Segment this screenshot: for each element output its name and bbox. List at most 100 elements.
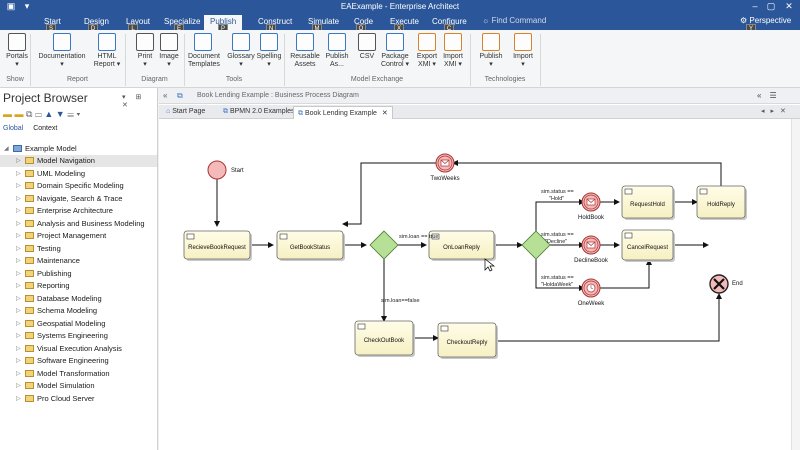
collapse-left-icon[interactable]: « [163, 91, 168, 100]
task-hold-reply[interactable]: HoldReply [696, 185, 747, 220]
tab-execute[interactable]: Execute [390, 17, 419, 26]
new-diagram-icon[interactable]: ⧉ [26, 109, 33, 119]
tree-root[interactable]: ◢ Example Model [0, 142, 157, 155]
expand-icon[interactable]: ▷ [16, 158, 21, 165]
tree-item[interactable]: ▷Reporting [0, 280, 157, 293]
import-tech-button[interactable]: Import▾ [508, 33, 538, 69]
expand-icon[interactable]: ▷ [16, 283, 21, 290]
maximize-icon[interactable]: ▢ [766, 1, 776, 11]
expand-icon[interactable]: ▷ [16, 208, 21, 215]
tree-item[interactable]: ▷Navigate, Search & Trace [0, 192, 157, 205]
print-button[interactable]: Print▾ [130, 33, 160, 69]
task-cancel-request[interactable]: CancelRequest [621, 229, 675, 262]
tree-item[interactable]: ▷Maintenance [0, 255, 157, 268]
portals-button[interactable]: Portals▾ [2, 33, 32, 69]
expand-icon[interactable]: ▷ [16, 383, 21, 390]
close-tab-icon[interactable]: ✕ [381, 110, 388, 117]
tree-item[interactable]: ▷Database Modeling [0, 292, 157, 305]
task-check-out-book[interactable]: CheckOutBook [354, 320, 415, 357]
tab-scroll-arrows[interactable]: ◂▸✕ [761, 108, 792, 115]
task-on-loan-reply[interactable]: OnLoanReply [428, 230, 496, 261]
tab-configure[interactable]: Configure [432, 17, 467, 26]
find-command[interactable]: ☼ Find Command [482, 16, 546, 25]
new-package-icon[interactable]: ▬ [14, 109, 24, 119]
tab-layout[interactable]: Layout [126, 17, 151, 26]
start-event[interactable] [207, 160, 227, 180]
tree-item[interactable]: ▷Enterprise Architecture [0, 205, 157, 218]
new-folder-icon[interactable]: ▬ [3, 109, 12, 119]
tab-bpmn-examples[interactable]: ⧉ BPMN 2.0 Examples [219, 106, 299, 119]
tab-context[interactable]: Context [33, 125, 58, 132]
flow-holdreply-twoweeks[interactable] [452, 160, 722, 186]
expand-icon[interactable]: ▷ [16, 195, 21, 202]
task-get-book-status[interactable]: GetBookStatus [276, 230, 345, 261]
perspective-button[interactable]: ⚙ Perspective [740, 16, 791, 25]
tree-item[interactable]: ▷Domain Specific Modeling [0, 180, 157, 193]
expand-icon[interactable]: ▷ [16, 233, 21, 240]
tree-item[interactable]: ▷Model Navigation [0, 154, 157, 167]
tree-item[interactable]: ▷Testing [0, 242, 157, 255]
gateway-status[interactable] [521, 230, 551, 260]
tab-code[interactable]: Code [354, 17, 374, 26]
quick-access-icon[interactable]: ▾ [24, 1, 30, 11]
panel-controls[interactable]: ▾ ⊞ ✕ [122, 94, 146, 109]
tree-item[interactable]: ▷Model Transformation [0, 367, 157, 380]
flow-oneweek-cancel[interactable] [598, 259, 652, 289]
tree-item[interactable]: ▷Geospatial Modeling [0, 317, 157, 330]
expand-icon[interactable]: ▷ [16, 245, 21, 252]
task-receive-book-request[interactable]: RecieveBookRequest [183, 230, 252, 261]
flow-twoweeks-getstatus[interactable] [342, 162, 436, 227]
tree-item[interactable]: ▷Model Simulation [0, 380, 157, 393]
expand-icon[interactable]: ▷ [16, 395, 21, 402]
expand-icon[interactable]: ▷ [16, 295, 21, 302]
menu-icon[interactable]: ☰ ▾ [67, 109, 81, 119]
collapse-icon[interactable]: ◢ [4, 145, 9, 152]
view-controls[interactable]: «☰ [757, 91, 785, 100]
expand-icon[interactable]: ▷ [16, 370, 21, 377]
tab-simulate[interactable]: Simulate [308, 17, 340, 26]
flow-gateway2-holdbook[interactable] [535, 199, 585, 231]
expand-icon[interactable]: ▷ [16, 345, 21, 352]
spelling-button[interactable]: Spelling▾ [254, 33, 284, 69]
expand-icon[interactable]: ▷ [16, 308, 21, 315]
tree-item[interactable]: ▷Schema Modeling [0, 305, 157, 318]
expand-icon[interactable]: ▷ [16, 170, 21, 177]
expand-icon[interactable]: ▷ [16, 258, 21, 265]
tab-publish[interactable]: Publish [204, 15, 243, 30]
task-checkout-reply[interactable]: CheckoutReply [437, 322, 498, 359]
tab-construct[interactable]: Construct [258, 17, 293, 26]
task-request-hold[interactable]: RequestHold [621, 185, 675, 220]
flow-gateway2-oneweek[interactable] [535, 259, 585, 291]
tab-start[interactable]: Start [44, 17, 61, 26]
expand-icon[interactable]: ▷ [16, 183, 21, 190]
csv-button[interactable]: CSV [352, 33, 382, 61]
tab-design[interactable]: Design [84, 17, 109, 26]
publish-tech-button[interactable]: Publish▾ [476, 33, 506, 69]
tree-item[interactable]: ▷Analysis and Business Modeling [0, 217, 157, 230]
tree-item[interactable]: ▷Pro Cloud Server [0, 392, 157, 405]
expand-icon[interactable]: ▷ [16, 358, 21, 365]
close-icon[interactable]: ✕ [785, 1, 793, 11]
tab-global[interactable]: Global [3, 125, 24, 132]
expand-icon[interactable]: ▷ [16, 270, 21, 277]
tree-item[interactable]: ▷Publishing [0, 267, 157, 280]
tab-book-lending[interactable]: ⧉ Book Lending Example ✕ [293, 106, 393, 119]
gateway-on-loan[interactable] [369, 230, 399, 260]
move-down-icon[interactable]: ▼ [55, 109, 65, 119]
minimize-icon[interactable]: – [752, 1, 758, 11]
tab-start-page[interactable]: ⌂ Start Page [162, 106, 209, 119]
tree-item[interactable]: ▷UML Modeling [0, 167, 157, 180]
tab-specialize[interactable]: Specialize [164, 17, 201, 26]
expand-icon[interactable]: ▷ [16, 333, 21, 340]
glossary-button[interactable]: Glossary▾ [226, 33, 256, 69]
tree-item[interactable]: ▷Software Engineering [0, 355, 157, 368]
tree-item[interactable]: ▷Project Management [0, 230, 157, 243]
flow-checkoutreply-end[interactable] [496, 293, 722, 342]
